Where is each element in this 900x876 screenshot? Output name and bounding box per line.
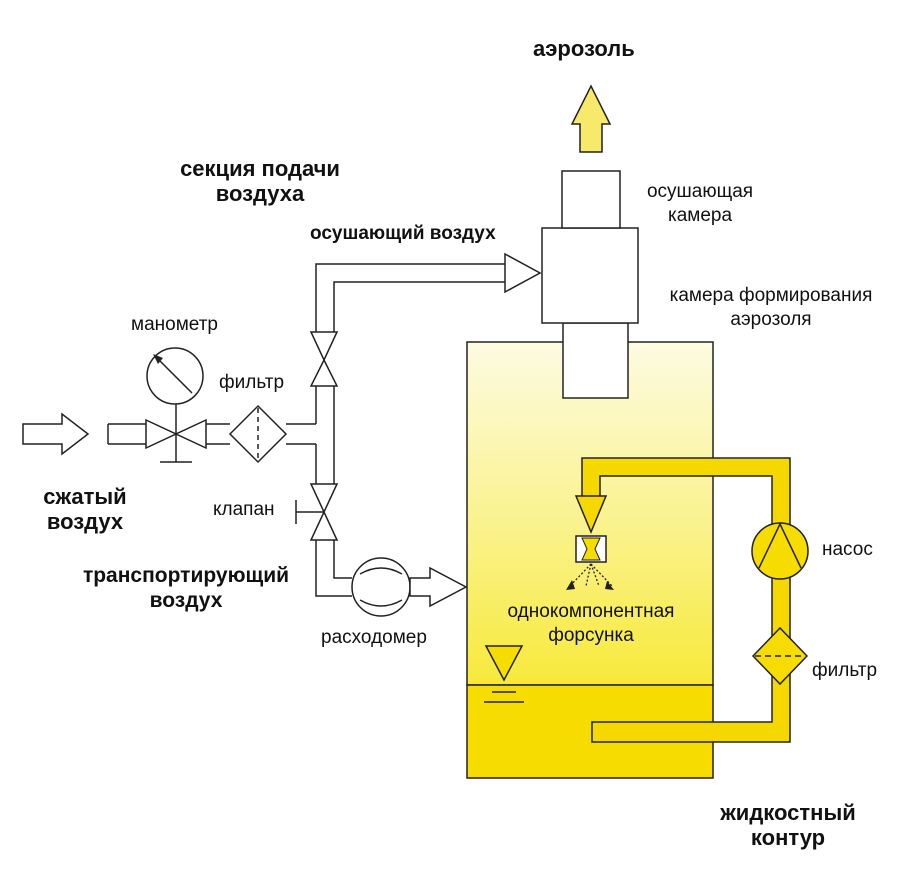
- liquid-filter-label: фильтр: [812, 660, 878, 681]
- compressed-air-label: сжатый воздух: [43, 484, 127, 534]
- flowmeter-label: расходомер: [321, 627, 427, 648]
- filter-icon: [751, 626, 809, 686]
- air-filter-label: фильтр: [219, 372, 285, 393]
- liquid-circuit: [574, 457, 791, 743]
- aerosol-label: аэрозоль: [533, 36, 635, 61]
- drying-chamber-label: осушающая камера: [646, 181, 754, 226]
- valve-icon: [295, 483, 339, 541]
- manometer-label: манометр: [131, 314, 218, 335]
- pump-label: насос: [822, 539, 873, 560]
- liquid-level-icon: [484, 645, 524, 703]
- flowmeter-icon: [351, 557, 411, 617]
- valve-icon: [309, 331, 339, 387]
- transport-air-arrow: [409, 566, 468, 608]
- aerosol-chamber-label: камера формирования аэрозоля: [669, 285, 873, 330]
- regulator-valve: [145, 402, 207, 463]
- manometer-icon: [146, 347, 204, 405]
- nozzle-label: однокомпонентная форсунка: [507, 601, 675, 646]
- liquid-circuit-label: жидкостный контур: [720, 800, 856, 850]
- pump-icon: [751, 522, 809, 580]
- outlet-tube: [562, 322, 629, 399]
- tank: [466, 341, 714, 779]
- filter-icon: [228, 404, 288, 464]
- nozzle-icon: [566, 535, 614, 590]
- valve-label: клапан: [213, 499, 275, 520]
- aerosol-chamber: [541, 227, 639, 324]
- aerosol-arrow: [570, 84, 612, 153]
- compressed-air-arrow: [22, 412, 90, 456]
- drying-air-label: осушающий воздух: [310, 223, 496, 244]
- transport-air-label: транспортирующий воздух: [82, 564, 290, 612]
- air-supply-section-title: секция подачи воздуха: [180, 156, 340, 206]
- drying-air-arrow: [504, 252, 542, 294]
- drying-chamber: [561, 170, 621, 229]
